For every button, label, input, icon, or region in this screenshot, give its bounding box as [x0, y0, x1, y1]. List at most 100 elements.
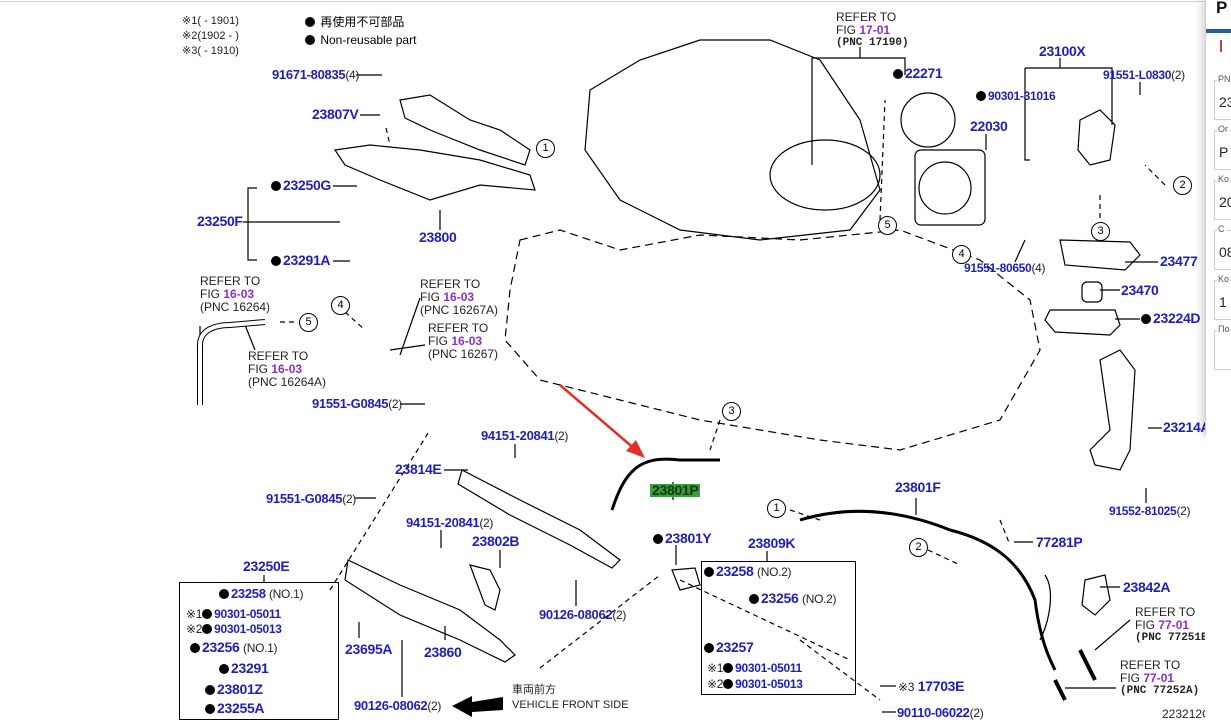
legend-note-3: ※3( - 1910) [182, 45, 239, 57]
part-label[interactable]: 90126-08062(2) [354, 698, 442, 713]
kit-item[interactable]: 23291 [219, 661, 269, 675]
part-label[interactable]: 90301-31016 [976, 90, 1056, 103]
part-label[interactable]: 23800 [419, 229, 457, 245]
panel-title: P [1216, 0, 1228, 17]
callout-4: 4 [331, 296, 350, 315]
panel-field-c[interactable]: C08 [1214, 224, 1231, 270]
fuel-rail-lower [344, 559, 516, 663]
front-arrow-icon [452, 696, 503, 717]
kit-box-23809K [701, 561, 856, 695]
part-label[interactable]: 23214A [1163, 419, 1211, 435]
fuel-rail-upper-back [399, 94, 531, 166]
part-label[interactable]: 91671-80835(4) [272, 67, 360, 82]
leader-line [399, 297, 421, 356]
part-label[interactable]: 94151-20841(2) [481, 428, 569, 443]
panel-field-ko[interactable]: Ko20 [1214, 174, 1231, 220]
part-label[interactable]: 23807V [312, 106, 359, 122]
leader-line [1014, 239, 1026, 263]
panel-tab[interactable] [1220, 40, 1222, 52]
part-23802B [469, 564, 501, 611]
dashed-leader [999, 519, 1011, 546]
part-label[interactable]: 91551-G0845(2) [312, 396, 402, 411]
dashed-leader [927, 549, 961, 566]
bracket-23250F [247, 187, 257, 261]
panel-field-po[interactable]: По [1214, 324, 1231, 370]
callout-5: 5 [299, 313, 318, 332]
part-label[interactable]: 23291A [271, 253, 331, 267]
part-label[interactable]: 23860 [424, 644, 462, 660]
legend-note-1: ※1( - 1901) [182, 15, 239, 27]
part-label[interactable]: ※3 17703E [898, 678, 965, 694]
kit-item[interactable]: 23256 (NO.1) [190, 640, 278, 655]
callout-3: 3 [1091, 222, 1110, 241]
panel-title-bar [1206, 29, 1231, 33]
part-label-highlighted[interactable]: 23801P [650, 482, 701, 498]
nonreusable-dot-icon [305, 35, 315, 45]
leader-line [812, 57, 906, 75]
part-label[interactable]: 91551-80650(4) [964, 261, 1046, 275]
part-label[interactable]: 22030 [970, 118, 1008, 134]
fuel-pipe-23801P [610, 457, 720, 511]
dashed-leader [344, 311, 366, 331]
part-23801Y [671, 567, 701, 591]
kit-item[interactable]: 23256 (NO.2) [749, 591, 837, 606]
part-label[interactable]: 23100X [1039, 43, 1086, 59]
part-label[interactable]: 22271 [893, 66, 943, 80]
hose-77251B [1039, 574, 1051, 641]
callout-5: 5 [878, 216, 897, 235]
part-label[interactable]: 77281P [1036, 534, 1083, 550]
legend-nonreusable-en: Non-reusable part [305, 34, 416, 47]
part-label[interactable]: 23477 [1160, 253, 1198, 269]
part-label[interactable]: 90110-06022(2) [897, 705, 984, 720]
front-side-en: VEHICLE FRONT SIDE [512, 699, 629, 711]
part-23842A [1081, 574, 1111, 616]
part-label[interactable]: 23695A [345, 641, 393, 657]
part-label[interactable]: 23802B [472, 533, 520, 549]
part-label[interactable]: 23809K [748, 535, 796, 551]
part-label[interactable]: 23801F [895, 479, 941, 495]
part-label[interactable]: 90126-08062(2) [539, 607, 627, 622]
part-label[interactable]: 23250E [243, 558, 290, 574]
part-details-panel: P PN23 OrP Ko20 C08 Ko1 По [1205, 0, 1231, 436]
kit-item[interactable]: 23801Z [205, 682, 263, 696]
kit-item[interactable]: 23258 (NO.1) [219, 587, 303, 601]
panel-field-pn[interactable]: PN23 [1214, 74, 1231, 120]
gasket-23224D [1044, 309, 1121, 336]
part-label[interactable]: 91551-L0830(2) [1103, 68, 1185, 82]
part-label[interactable]: 23842A [1123, 579, 1171, 595]
part-label[interactable]: 23801Y [653, 531, 712, 545]
gasket-22271 [900, 92, 956, 148]
part-label[interactable]: 23470 [1121, 282, 1159, 298]
kit-item[interactable]: 23255A [205, 701, 265, 715]
dashed-leader [799, 639, 881, 701]
kit-item[interactable]: 23257 [704, 640, 754, 654]
part-label[interactable]: 23250G [271, 178, 331, 192]
leader-line [1094, 619, 1131, 651]
nonreusable-dot-icon [305, 17, 315, 27]
engine-outline [504, 229, 1041, 451]
diagram-id: 223212O [1162, 707, 1212, 721]
part-label[interactable]: 23814E [395, 461, 442, 477]
kit-item[interactable]: 23258 (NO.2) [704, 564, 792, 579]
part-label[interactable]: 91551-G0845(2) [266, 491, 356, 506]
fuel-pump-23100X [1077, 109, 1116, 166]
callout-3: 3 [722, 402, 741, 421]
part-label[interactable]: 94151-20841(2) [406, 515, 494, 530]
gasket-23477 [1059, 239, 1141, 271]
part-label[interactable]: 91552-81025(2) [1109, 504, 1191, 518]
part-label[interactable]: 23224D [1141, 311, 1201, 325]
part-label[interactable]: 23250F [197, 213, 243, 229]
